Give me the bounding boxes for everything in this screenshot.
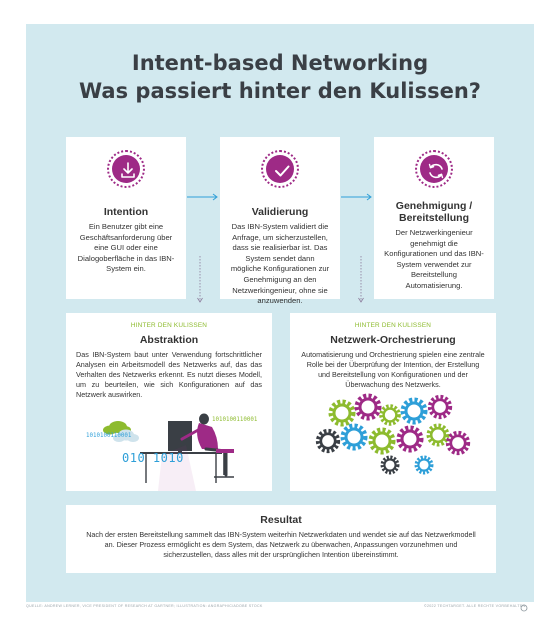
arrow-validierung-to-genehmigung [341, 193, 372, 201]
binary-text-1: 1010100110001 [86, 433, 132, 439]
step-card-intention: Intention Ein Benutzer gibt eine Geschäf… [66, 137, 186, 299]
step-text-intention: Ein Benutzer gibt eine Geschäftsanforder… [77, 222, 175, 274]
gear-icon-6 [318, 431, 338, 451]
binary-text-2: 1010100110001 [212, 417, 258, 423]
gear-icon-3 [381, 406, 399, 424]
gear-icon-4 [403, 400, 425, 422]
gear-icon-13 [414, 455, 434, 475]
behind-title-orchestrierung: Netzwerk-Orchestrierung [330, 334, 456, 346]
step-title-genehmigung-line1: Genehmigung / [395, 200, 473, 212]
step-text-genehmigung: Der Netzwerkingenieur genehmigt die Konf… [384, 228, 484, 290]
kicker-orchestrierung: HINTER DEN KULISSEN [354, 322, 432, 329]
behind-title-abstraktion: Abstraktion [139, 334, 199, 346]
behind-card-orchestrierung: HINTER DEN KULISSEN Netzwerk-Orchestrier… [290, 313, 496, 491]
result-text: Nach der ersten Bereitstellung sammelt d… [86, 530, 476, 560]
gear-icon-5 [430, 397, 450, 417]
result-title: Resultat [260, 514, 302, 526]
page-title-line1: Intent-based Networking [131, 51, 429, 75]
kicker-abstraktion: HINTER DEN KULISSEN [130, 322, 208, 329]
result-card: Resultat Nach der ersten Bereitstellung … [66, 505, 496, 573]
dotted-arrow-to-abstraktion [197, 256, 203, 303]
step-title-validierung: Validierung [251, 206, 309, 218]
abstraktion-illustration [103, 413, 234, 491]
footer-copyright: ©2022 TECHTARGET. ALLE RECHTE VORBEHALTE… [424, 604, 527, 608]
cloud-icon-blue [113, 429, 139, 442]
chair-illustration [214, 449, 234, 478]
refresh-icon [428, 163, 444, 179]
step-title-intention: Intention [103, 206, 149, 218]
behind-text-orchestrierung: Automatisierung und Orchestrierung spiel… [301, 350, 485, 389]
footer-source: QUELLE: ANDREW LERNER, VICE PRESIDENT OF… [26, 604, 263, 608]
step-card-genehmigung: Genehmigung / Bereitstellung Der Netzwer… [374, 137, 494, 299]
checkmark-icon [275, 165, 290, 177]
techtarget-logo [514, 601, 534, 612]
gear-icon-1 [331, 402, 353, 424]
gear-icon-8 [371, 430, 393, 452]
gear-icon-7 [343, 426, 365, 448]
gears-illustration [290, 385, 496, 475]
arrow-intention-to-validierung [187, 193, 218, 201]
gear-icon-9 [399, 428, 421, 450]
gear-icon-11 [448, 433, 468, 453]
techtarget-logo-icon [520, 604, 528, 612]
behind-text-abstraktion: Das IBN-System baut unter Verwendung for… [76, 350, 262, 399]
step-text-validierung: Das IBN-System validiert die Anfrage, um… [230, 222, 330, 306]
gear-icon-2 [357, 396, 379, 418]
intention-icon-circle [107, 150, 145, 188]
genehmigung-icon-circle [415, 150, 453, 188]
behind-card-abstraktion: HINTER DEN KULISSEN Abstraktion Das IBN-… [66, 313, 272, 491]
step-title-genehmigung-line2: Bereitstellung [398, 212, 469, 224]
dotted-arrow-to-orchestrierung [358, 256, 364, 303]
step-card-validierung: Validierung Das IBN-System validiert die… [220, 137, 340, 305]
download-icon [121, 162, 135, 178]
person-illustration [180, 413, 228, 477]
gear-icon-12 [380, 455, 400, 475]
gear-icon-10 [429, 426, 448, 445]
binary-text-3: 010 1010 [122, 451, 184, 465]
validierung-icon-circle [261, 150, 299, 188]
page-title-line2: Was passiert hinter den Kulissen? [79, 79, 481, 103]
